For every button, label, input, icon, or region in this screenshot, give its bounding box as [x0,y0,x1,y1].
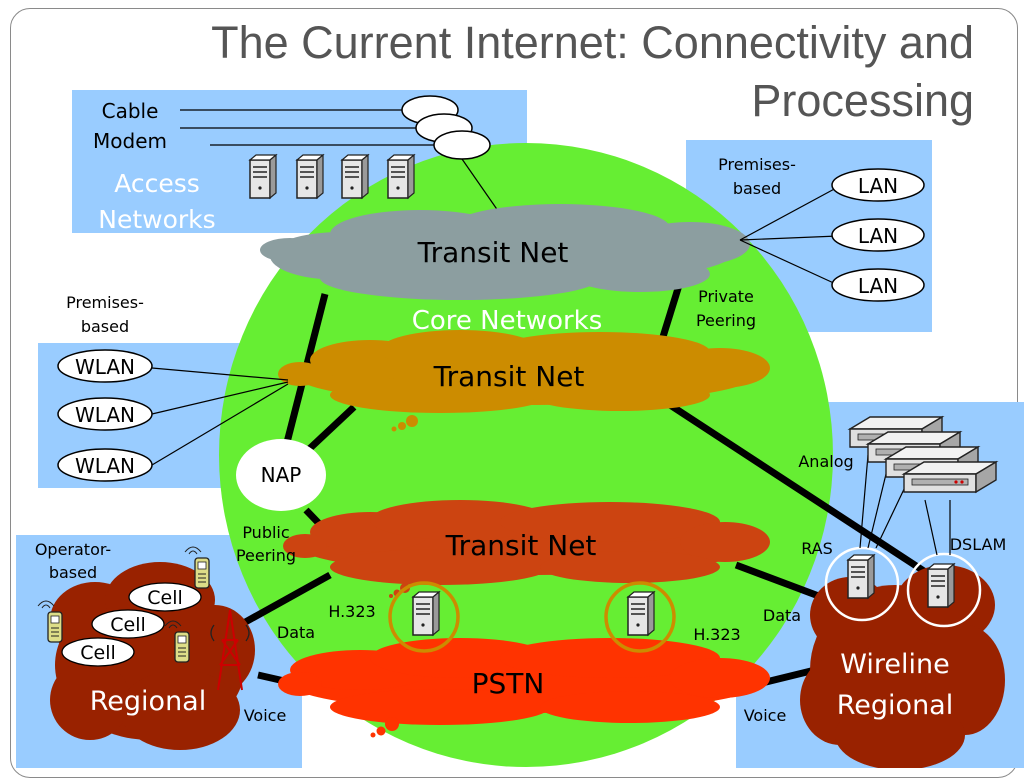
lan-node-3 [831,268,925,302]
h323-label-right: H.323 [693,625,740,644]
core-networks-ellipse [219,143,833,767]
wlan-label-1: WLAN [75,355,135,379]
access-networks-label-1: Access [114,169,200,198]
lan-line-1 [739,186,839,241]
transit-net-orange-label: Transit Net [445,529,597,562]
cell-node-2 [91,609,165,639]
wlan-label-2: WLAN [75,403,135,427]
transit-net-gray-label: Transit Net [417,236,569,269]
premises-left-label-1: Premises- [66,293,144,312]
cell-node-1 [128,582,202,612]
wlan-label-3: WLAN [75,454,135,478]
wlan-line-2 [151,381,289,415]
cell-label-1: Cell [147,587,183,609]
premises-top-label-2: based [733,179,781,198]
dsl-line-1 [924,499,938,556]
transit-net-gold-cloud [278,330,770,432]
premises-top-label-1: Premises- [718,155,796,174]
h323-server-icon-right [627,591,655,636]
public-peering-label-1: Public [242,523,289,542]
pstn-cloud [278,638,770,738]
cable-modem-label-1: Cable [102,99,159,123]
wlan-node-2 [57,397,153,431]
wlan-node-3 [57,448,153,482]
access-server-icon-4 [387,154,415,199]
lan-line-3 [739,239,839,286]
lan-label-2: LAN [858,224,898,248]
lan-label-3: LAN [858,274,898,298]
access-server-icon-2 [296,154,324,199]
cable-modem-label-2: Modem [93,129,167,153]
wireline-regional-label-1: Wireline [840,649,949,680]
voice-label-left: Voice [244,706,287,725]
operator-based-label-2: based [49,563,97,582]
h323-ring-left [388,581,460,653]
access-server-icon-3 [341,154,369,199]
wireline-regional-label-2: Regional [837,690,953,721]
link-orange-to-regional [238,571,332,629]
cell-tower-icon [210,609,250,691]
premises-left-label-2: based [81,317,129,336]
dslam-server-icon [927,563,955,608]
title-line-1: The Current Internet: Connectivity and [211,17,974,68]
nap-node [236,439,326,511]
ras-label: RAS [801,539,833,558]
analog-line-2 [867,469,888,549]
link-gold-to-dslam [668,402,932,578]
lan-node-1 [831,168,925,202]
public-peering-label-2: Peering [236,546,296,565]
h323-server-icon-left [412,591,440,636]
wlan-node-1 [57,349,153,383]
nap-label: NAP [261,463,302,487]
analog-label: Analog [798,452,853,471]
wlan-line-3 [151,383,289,466]
operator-based-label-1: Operator- [35,540,111,559]
private-peering-label-1: Private [698,287,754,306]
dslam-label: DSLAM [950,535,1007,554]
link-pstn-to-wireline [761,666,816,687]
private-peering-label-2: Peering [696,311,756,330]
transit-net-gray-cloud [260,204,750,300]
regional-label: Regional [90,686,206,717]
analog-line-3 [875,484,907,549]
transit-net-orange-cloud [283,500,770,598]
access-server-icon-1 [249,154,277,199]
core-networks-label: Core Networks [412,306,603,336]
analog-line-1 [859,454,869,549]
ras-ring [824,546,900,622]
title-line-2: Processing [751,75,974,126]
cable-to-transit-line [461,158,504,219]
data-label-left: Data [277,623,315,642]
analog-modem-icon-4 [903,461,997,493]
lan-node-2 [831,218,925,252]
cell-label-2: Cell [110,614,146,636]
h323-ring-right [604,581,676,653]
data-label-right: Data [763,606,801,625]
lan-line-2 [739,235,839,241]
dslam-ring [906,552,982,628]
cable-node-3 [433,130,491,160]
voice-label-right: Voice [744,706,787,725]
cell-node-3 [61,637,135,667]
slide-title: The Current Internet: Connectivity and P… [211,14,974,130]
lan-label-1: LAN [858,174,898,198]
transit-net-gold-label: Transit Net [433,360,585,393]
wlan-line-1 [151,367,289,381]
h323-label-left: H.323 [328,602,375,621]
access-networks-label-2: Networks [98,205,215,234]
link-gold-to-nap [303,404,357,455]
cell-label-3: Cell [80,642,116,664]
ras-server-icon [847,554,875,599]
pstn-label: PSTN [472,667,545,700]
